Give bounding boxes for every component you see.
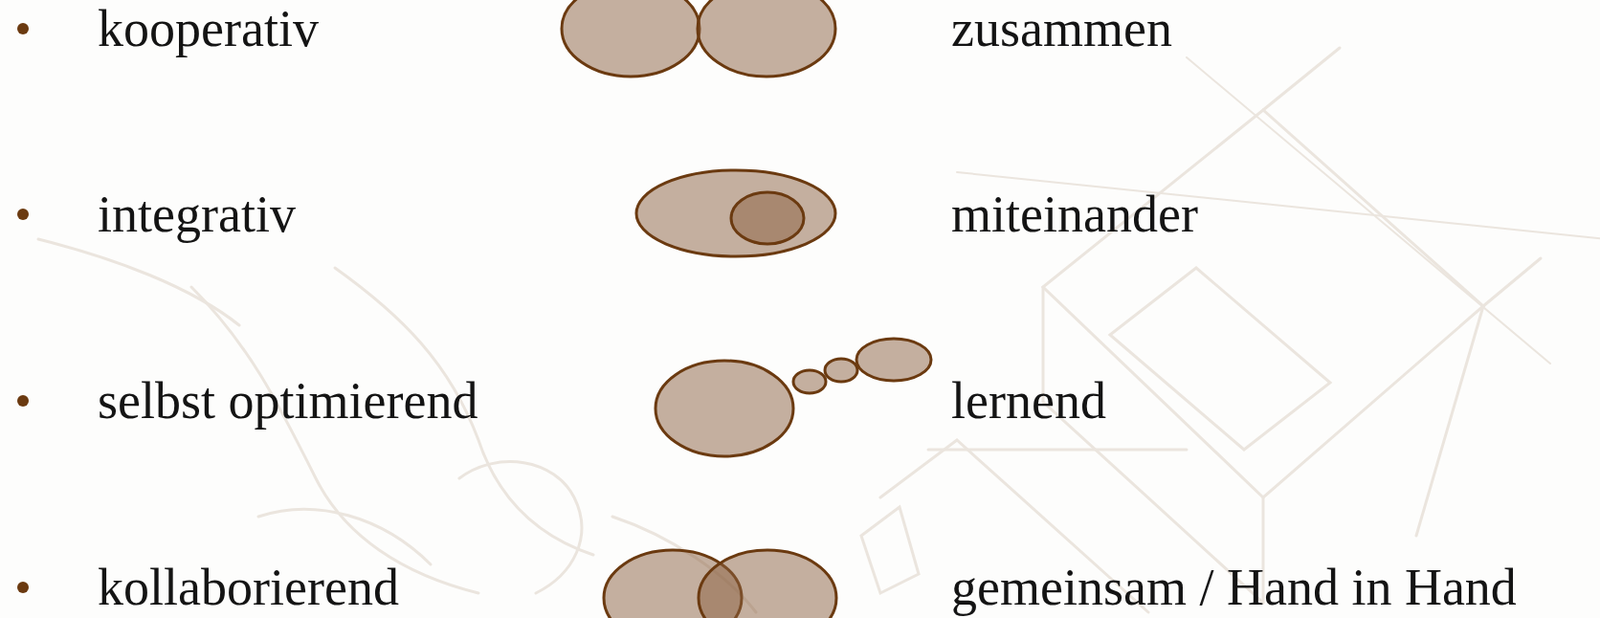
meaning: gemeinsam / Hand in Hand <box>951 561 1517 614</box>
cooperative-circle <box>697 0 836 77</box>
bullet <box>17 208 29 221</box>
bullets <box>17 22 29 594</box>
meaning: zusammen <box>951 2 1173 55</box>
integrative-inner <box>731 192 804 245</box>
meaning: miteinander <box>951 188 1199 241</box>
term: integrativ <box>97 188 296 241</box>
integrative-outer <box>636 170 836 257</box>
cooperative-circle <box>561 0 700 77</box>
collaborative-circle <box>698 550 837 618</box>
bullet <box>17 22 29 35</box>
bullet <box>17 581 29 594</box>
thought-bubble <box>856 338 932 381</box>
learning-circle <box>655 360 794 457</box>
thought-bubble <box>793 370 826 394</box>
thought-bubble <box>824 358 858 382</box>
sketch-lines <box>38 47 1600 613</box>
symbols <box>561 0 932 618</box>
term: kollaborierend <box>97 561 400 614</box>
bullet <box>17 395 29 407</box>
term: selbst optimierend <box>97 375 478 427</box>
meaning: lernend <box>951 375 1107 427</box>
term: kooperativ <box>97 2 319 55</box>
